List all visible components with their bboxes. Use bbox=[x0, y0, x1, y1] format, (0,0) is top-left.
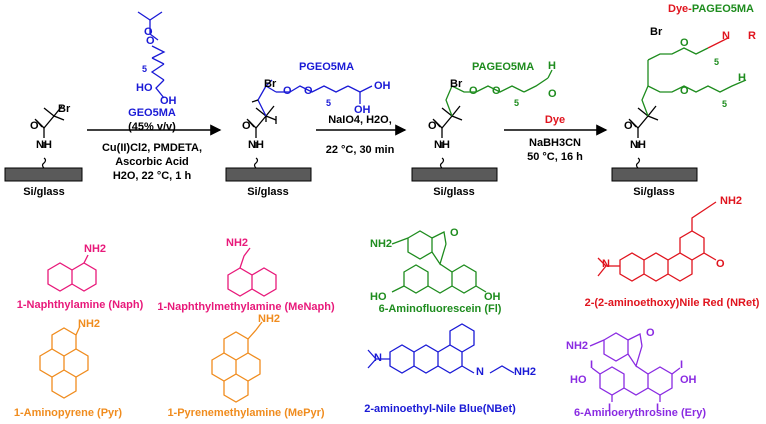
substrate-slab-4 bbox=[611, 167, 698, 182]
fl-oh: OH bbox=[484, 291, 501, 303]
substrate-label-4: Si/glass bbox=[633, 186, 675, 198]
stage2-br: Br bbox=[264, 78, 277, 90]
dye-label-menaph: 1-Naphthylmethylamine (MeNaph) bbox=[157, 301, 335, 313]
monomer-oxygen-1: O bbox=[146, 35, 155, 47]
ery-ho: HO bbox=[570, 374, 587, 386]
polymer-title-pageo5ma: PAGEO5MA bbox=[472, 61, 535, 73]
stage2-o: O bbox=[242, 120, 251, 132]
stage2-ester-o: O bbox=[283, 85, 292, 97]
dye-label-nbet: 2-aminoethyl-Nile Blue(NBet) bbox=[364, 403, 516, 415]
monomer-oxygen-2: O bbox=[144, 26, 153, 38]
dye-label-pyr: 1-Aminopyrene (Pyr) bbox=[13, 407, 123, 419]
dye-label-mepyr: 1-Pyrenemethylamine (MePyr) bbox=[167, 407, 325, 419]
nbet-nh: N bbox=[476, 366, 484, 378]
stage3-aldehyde-o: O bbox=[548, 88, 557, 100]
nbet-nh2: NH2 bbox=[514, 366, 537, 378]
stage4-h: H bbox=[738, 72, 746, 84]
ery-i-2: I bbox=[680, 359, 684, 371]
monomer-oh-2: OH bbox=[160, 95, 177, 107]
stage4-bottom-sub-5: 5 bbox=[722, 99, 728, 109]
stage2-nh: NH bbox=[248, 139, 264, 151]
stage3-nh: NH bbox=[434, 139, 450, 151]
initiator-nh: NH bbox=[36, 139, 52, 151]
ery-i-4: I bbox=[656, 402, 660, 414]
stage4-bottom-o: O bbox=[680, 85, 689, 97]
ery-i-1: I bbox=[590, 359, 594, 371]
nret-nh2: NH2 bbox=[720, 195, 743, 207]
stage4-top-nh: N bbox=[722, 30, 730, 42]
monomer-name: GEO5MA bbox=[128, 107, 176, 119]
polymer-title-dye-part: Dye- bbox=[668, 3, 692, 15]
stage2-ether-o: O bbox=[304, 85, 313, 97]
stage4-top-sub-5: 5 bbox=[714, 57, 720, 67]
polymer-title-polymer-part: PAGEO5MA bbox=[691, 3, 754, 15]
stage4-r: R bbox=[748, 30, 756, 42]
step1-condition-3: H2O, 22 °C, 1 h bbox=[112, 170, 192, 182]
step3-condition-2: 50 °C, 16 h bbox=[527, 151, 583, 163]
stage3-sub-5: 5 bbox=[514, 98, 520, 108]
pyr-nh2: NH2 bbox=[78, 318, 101, 330]
stage2-sub-5: 5 bbox=[326, 98, 332, 108]
dye-label-nret: 2-(2-aminoethoxy)Nile Red (NRet) bbox=[584, 297, 760, 309]
substrate-slab-1 bbox=[4, 167, 83, 182]
stage4-top-o: O bbox=[680, 37, 689, 49]
step3-condition-1: NaBH3CN bbox=[529, 137, 581, 149]
stage3-br: Br bbox=[450, 78, 463, 90]
nbet-n: N bbox=[374, 352, 382, 364]
monomer-oh-1: HO bbox=[136, 82, 153, 94]
stage4-o: O bbox=[624, 120, 633, 132]
substrate-slab-3 bbox=[411, 167, 498, 182]
nret-n: N bbox=[602, 258, 610, 270]
substrate-label-3: Si/glass bbox=[433, 186, 475, 198]
initiator-br: Br bbox=[58, 103, 71, 115]
polymer-title-dye-pageo5ma: Dye-PAGEO5MA bbox=[668, 3, 754, 16]
ery-i-3: I bbox=[608, 402, 612, 414]
stage3-ester-o: O bbox=[469, 85, 478, 97]
stage2-oh-2: OH bbox=[354, 104, 371, 116]
ery-o: O bbox=[646, 327, 655, 339]
stage2-oh-1: OH bbox=[374, 80, 391, 92]
initiator-o: O bbox=[30, 120, 39, 132]
ery-nh2: NH2 bbox=[566, 340, 589, 352]
dye-label-naph: 1-Naphthylamine (Naph) bbox=[16, 299, 144, 311]
stage3-o: O bbox=[428, 120, 437, 132]
stage4-br: Br bbox=[650, 26, 663, 38]
step1-condition-2: Ascorbic Acid bbox=[115, 156, 189, 168]
substrate-label-2: Si/glass bbox=[247, 186, 289, 198]
substrate-slab-2 bbox=[225, 167, 312, 182]
dye-label-ery: 6-Aminoerythrosine (Ery) bbox=[573, 407, 707, 419]
fl-ho: HO bbox=[370, 291, 387, 303]
step3-reagent: Dye bbox=[544, 114, 566, 126]
step2-condition-1: NaIO4, H2O, bbox=[328, 114, 392, 126]
polymer-title-pgeo5ma: PGEO5MA bbox=[299, 61, 355, 73]
step1-condition-1: Cu(II)Cl2, PMDETA, bbox=[101, 142, 203, 154]
fl-nh2: NH2 bbox=[370, 238, 393, 250]
monomer-subscript-5: 5 bbox=[142, 64, 148, 74]
mepyr-nh2: NH2 bbox=[258, 313, 281, 325]
menaph-nh2: NH2 bbox=[226, 237, 249, 249]
substrate-label-1: Si/glass bbox=[23, 186, 65, 198]
naph-nh2: NH2 bbox=[84, 243, 107, 255]
stage3-ether-o: O bbox=[492, 85, 501, 97]
ery-oh: OH bbox=[680, 374, 697, 386]
dye-label-fl: 6-Aminofluorescein (Fl) bbox=[378, 303, 502, 315]
nret-o: O bbox=[716, 258, 725, 270]
stage3-aldehyde-h: H bbox=[548, 60, 556, 72]
monomer-concentration: (45% v/v) bbox=[128, 121, 176, 133]
step2-condition-2: 22 °C, 30 min bbox=[325, 144, 395, 156]
stage4-nh: NH bbox=[630, 139, 646, 151]
fl-o: O bbox=[450, 227, 459, 239]
